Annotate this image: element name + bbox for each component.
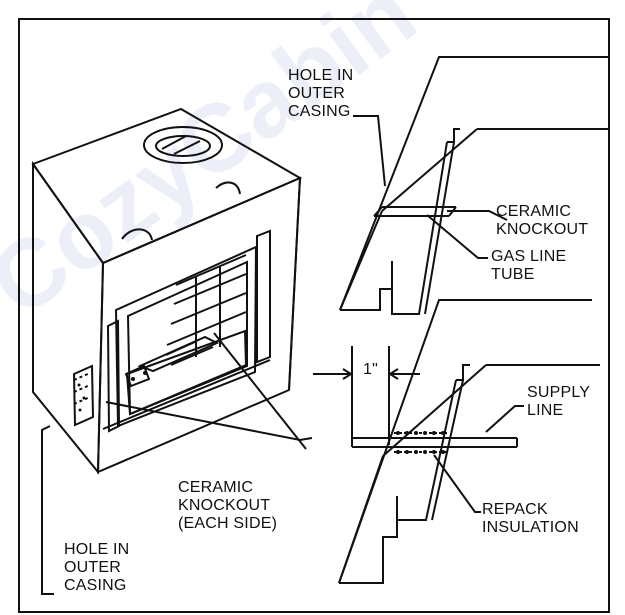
fireplace-top-panel: [31, 107, 303, 265]
top-vent-handle: [161, 135, 201, 155]
insulation-dot-4: [423, 431, 427, 435]
left-hole-dot-2: [82, 396, 86, 400]
label-gas-line-tube: GAS LINE TUBE: [491, 248, 567, 283]
burner-valve: [124, 364, 151, 388]
lower-wall-inner-top: [382, 364, 487, 457]
burner-logs: [165, 340, 214, 366]
left-insulation: [106, 319, 121, 433]
fireplace-right-edge: [288, 177, 301, 391]
left-hole-dotted: [73, 372, 91, 405]
insulation-dot-12: [441, 450, 445, 454]
insulation-dot-2: [405, 431, 409, 435]
label-supply-line: SUPPLY LINE: [527, 384, 591, 419]
lower-wall-step: [456, 364, 470, 381]
upper-pane-inner: [424, 141, 455, 315]
dimension-arrowhead-left: [342, 368, 353, 380]
fireplace-opening-inner: [126, 260, 248, 416]
label-ceramic-knockout-upper: CERAMIC KNOCKOUT: [496, 203, 589, 238]
lower-wall-inner-lower: [338, 455, 384, 584]
firebrick-line-2: [173, 273, 247, 305]
label-repack-insulation: REPACK INSULATION: [482, 501, 579, 536]
label-hole-in-outer-casing-top: HOLE IN OUTER CASING: [288, 67, 354, 120]
leader-repack-insulation: [433, 454, 481, 513]
lower-wall-outer: [338, 299, 592, 584]
insulation-dot-11: [432, 450, 436, 454]
lower-step-bottom: [339, 496, 398, 584]
leader-ceramic-knockout-upper: [447, 210, 508, 221]
top-mount-right: [215, 181, 241, 195]
leader-ceramic-knockout-2: [105, 401, 313, 442]
left-hole-dot-3: [78, 408, 82, 412]
lower-pane-inner: [431, 379, 464, 521]
label-ceramic-knockout-each-side: CERAMIC KNOCKOUT (EACH SIDE): [178, 479, 278, 532]
leader-hole-outer-casing-top: [353, 115, 386, 187]
leader-ceramic-knockout-1: [213, 332, 307, 450]
label-one-inch: 1": [363, 361, 378, 378]
leader-hole-casing-bottom: [41, 425, 54, 595]
insulation-dot-6: [441, 431, 445, 435]
upper-cross-slab-left: [373, 206, 383, 217]
top-mount-left: [121, 228, 153, 241]
insulation-dot-3: [414, 431, 418, 435]
right-insulation: [256, 229, 271, 364]
insulation-dot-9: [414, 450, 418, 454]
left-hole-panel: [72, 364, 95, 427]
left-hole-dot-1: [77, 383, 81, 387]
insulation-dot-7: [396, 450, 400, 454]
top-vent-inner-ring: [155, 135, 211, 157]
top-vent-outer-ring: [143, 126, 223, 164]
firebrick-line-4: [166, 311, 247, 346]
burner-dot-2: [143, 371, 147, 375]
leader-gas-line-tube: [426, 214, 488, 259]
insulation-dot-1: [396, 431, 400, 435]
upper-wall-step: [447, 128, 460, 143]
upper-lower-step: [340, 261, 393, 311]
firebrick-line-3: [170, 292, 247, 325]
upper-wall-inner-lower: [339, 210, 383, 311]
firebox-floor: [125, 329, 248, 416]
front-bottom-rail: [102, 359, 271, 430]
label-hole-in-outer-casing-bottom: HOLE IN OUTER CASING: [64, 541, 130, 594]
dimension-arrowhead-right: [388, 368, 399, 380]
upper-wall-inner-top: [381, 128, 478, 212]
fireplace-left-side: [32, 160, 105, 475]
firebrick-line-1: [175, 254, 247, 286]
burner-dot-1: [131, 377, 135, 381]
diagram-frame: [18, 18, 610, 613]
insulation-dot-5: [432, 431, 436, 435]
leader-supply-line: [485, 405, 524, 433]
fireplace-front-opening: [114, 245, 258, 428]
insulation-dot-8: [405, 450, 409, 454]
insulation-dot-10: [423, 450, 427, 454]
upper-wall-outer: [339, 56, 610, 311]
